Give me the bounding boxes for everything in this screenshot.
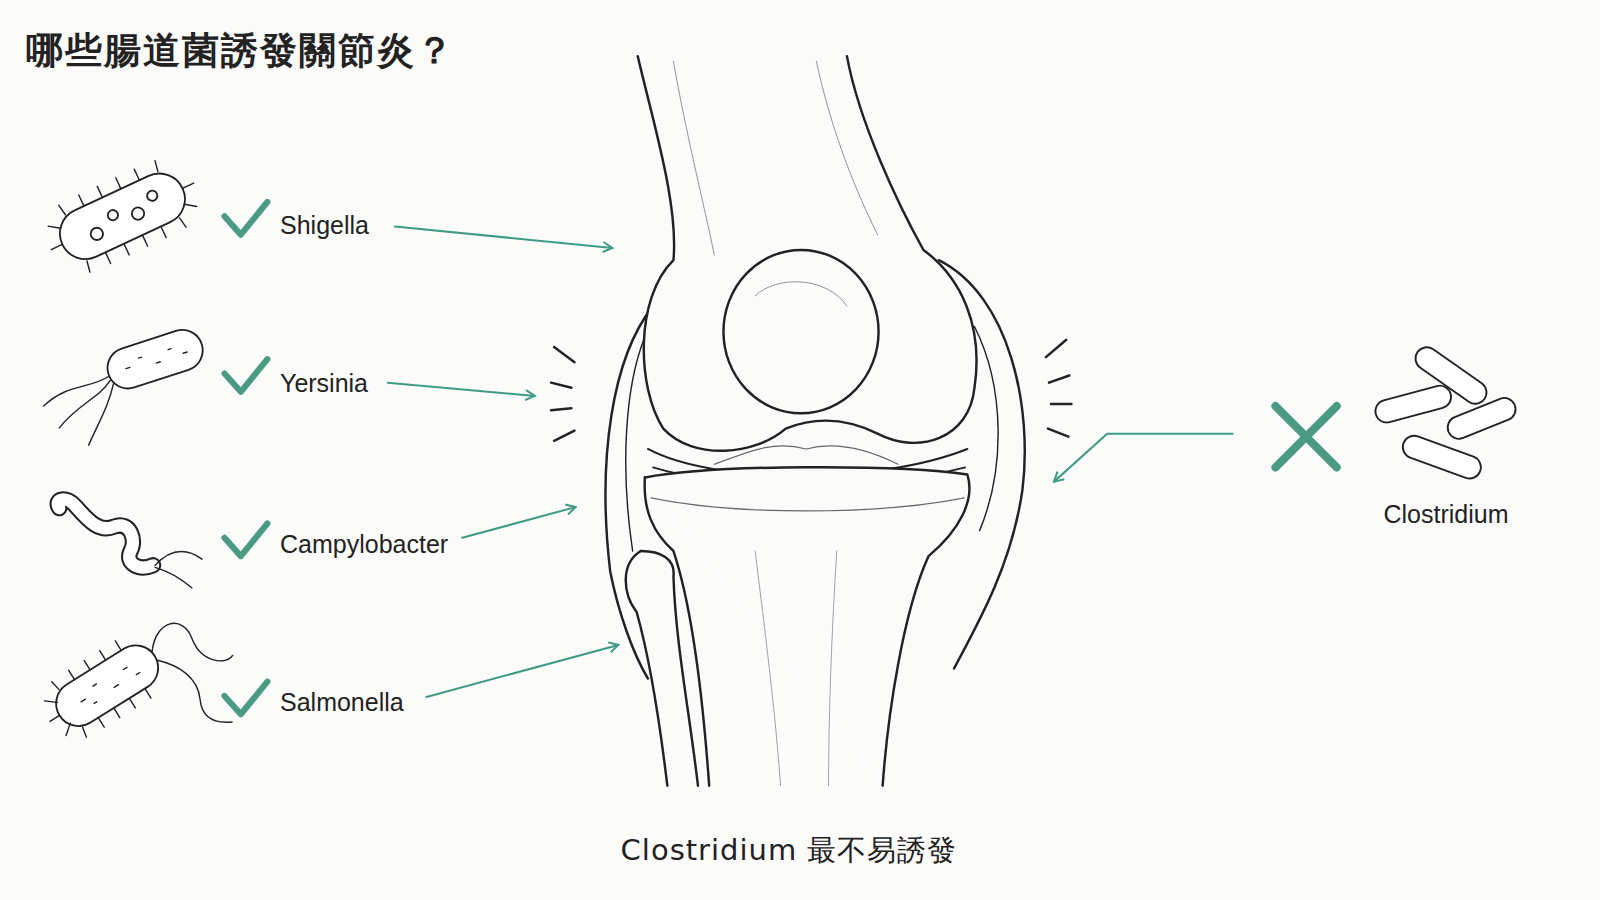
pain-marks <box>551 383 571 388</box>
bacterium-icon <box>157 644 232 738</box>
caption: Clostridium 最不易誘發 <box>621 831 958 871</box>
pain-marks <box>551 340 1071 441</box>
knee-joint <box>626 551 668 786</box>
bacterium-name: Clostridium <box>1383 500 1508 529</box>
bacterium-name: Yersinia <box>280 369 368 398</box>
knee-joint <box>651 498 964 511</box>
title: 哪些腸道菌誘發關節炎？ <box>26 26 455 76</box>
bacterium-icon <box>1400 433 1484 482</box>
bacterium-icon <box>48 637 167 735</box>
knee-joint <box>645 467 970 786</box>
knee-joint <box>755 282 847 306</box>
check-mark <box>224 682 267 715</box>
pain-marks <box>551 408 571 410</box>
knee-joint <box>723 250 878 413</box>
bacterium-icon <box>89 226 105 242</box>
bacterium-icon <box>58 499 202 587</box>
knee-joint <box>673 61 714 255</box>
knee-joint <box>816 61 877 234</box>
knee-joint <box>638 56 977 451</box>
bacterium-icon <box>1444 395 1519 443</box>
leader-arrow <box>388 227 1233 697</box>
knee-joint <box>714 446 898 465</box>
knee-joint <box>626 337 645 551</box>
leader-arrow <box>388 383 535 396</box>
cross-mark <box>1276 406 1337 467</box>
knee-joint <box>829 551 837 786</box>
cross-mark <box>1276 406 1337 467</box>
leader-arrow <box>395 227 612 248</box>
bacterium-name: Salmonella <box>280 688 404 717</box>
bacterium-icon <box>155 551 202 565</box>
check-mark <box>224 202 267 714</box>
pain-marks <box>554 431 574 441</box>
leader-arrow <box>462 507 575 538</box>
knee-joint <box>641 551 698 786</box>
bacterium-icon <box>145 189 159 203</box>
leader-arrow <box>1054 434 1233 482</box>
bacterium-icon <box>35 149 209 284</box>
pain-marks <box>554 347 574 362</box>
bacterium-icon <box>34 325 220 455</box>
cross-mark <box>1276 406 1337 467</box>
knee-joint <box>606 56 1025 786</box>
illustration <box>32 56 1519 803</box>
bacterium-name: Campylobacter <box>280 530 448 559</box>
leader-arrow <box>427 645 619 697</box>
bacterium-icon <box>130 205 146 221</box>
bacterium-icon <box>106 208 120 222</box>
bacterium-icon <box>155 567 192 587</box>
bacterium-name: Shigella <box>280 211 369 240</box>
knee-joint <box>755 551 781 786</box>
bacterium-icon <box>73 383 130 445</box>
pain-marks <box>1048 429 1068 437</box>
bacterium-icon <box>50 380 119 428</box>
pain-marks <box>1049 376 1069 383</box>
bacterium-icon <box>1373 383 1454 425</box>
bacterium-icon <box>32 641 151 750</box>
bacterium-icon <box>58 499 153 567</box>
bacterium-icon <box>102 325 208 394</box>
pain-marks <box>1046 340 1066 357</box>
bacterium-icon <box>58 499 153 567</box>
check-mark <box>224 202 267 235</box>
bacterium-icon <box>144 604 233 691</box>
check-mark <box>224 523 267 556</box>
knee-joint <box>974 327 998 531</box>
bacterium-icon <box>52 165 194 267</box>
bacterium-icon <box>124 343 187 372</box>
bacterium-icon <box>35 149 209 284</box>
pain-marks <box>1051 403 1071 405</box>
bacterium-icon <box>1373 343 1519 482</box>
check-mark <box>224 359 267 392</box>
